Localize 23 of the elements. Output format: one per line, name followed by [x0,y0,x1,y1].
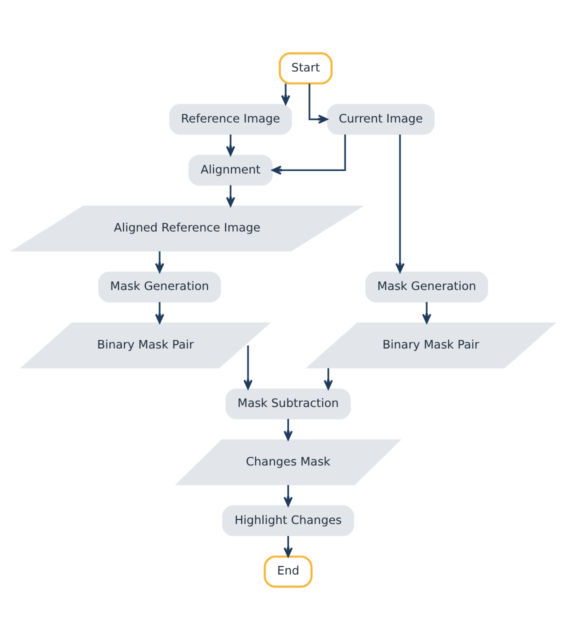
arrow [395,134,405,273]
arrow [272,134,346,175]
arrow [155,302,164,324]
node-box: Reference Image [169,104,292,135]
node-box: Start [278,52,333,84]
arrow [422,302,432,324]
arrow [324,368,333,390]
arrow [284,418,293,440]
node-box: Highlight Changes [222,505,354,536]
node-box: Mask Generation [365,272,488,302]
arrow [284,536,293,558]
arrow [308,84,328,124]
arrow [281,84,290,105]
arrow [226,134,236,156]
node-box: Mask Subtraction [226,388,351,420]
arrow [226,185,236,207]
node-box: End [264,556,313,588]
arrow [284,485,293,507]
arrow [155,251,164,273]
arrow [243,346,253,390]
node-box: Alignment [188,154,273,186]
node-box: Mask Generation [98,272,221,302]
node-box: Current Image [326,104,435,135]
